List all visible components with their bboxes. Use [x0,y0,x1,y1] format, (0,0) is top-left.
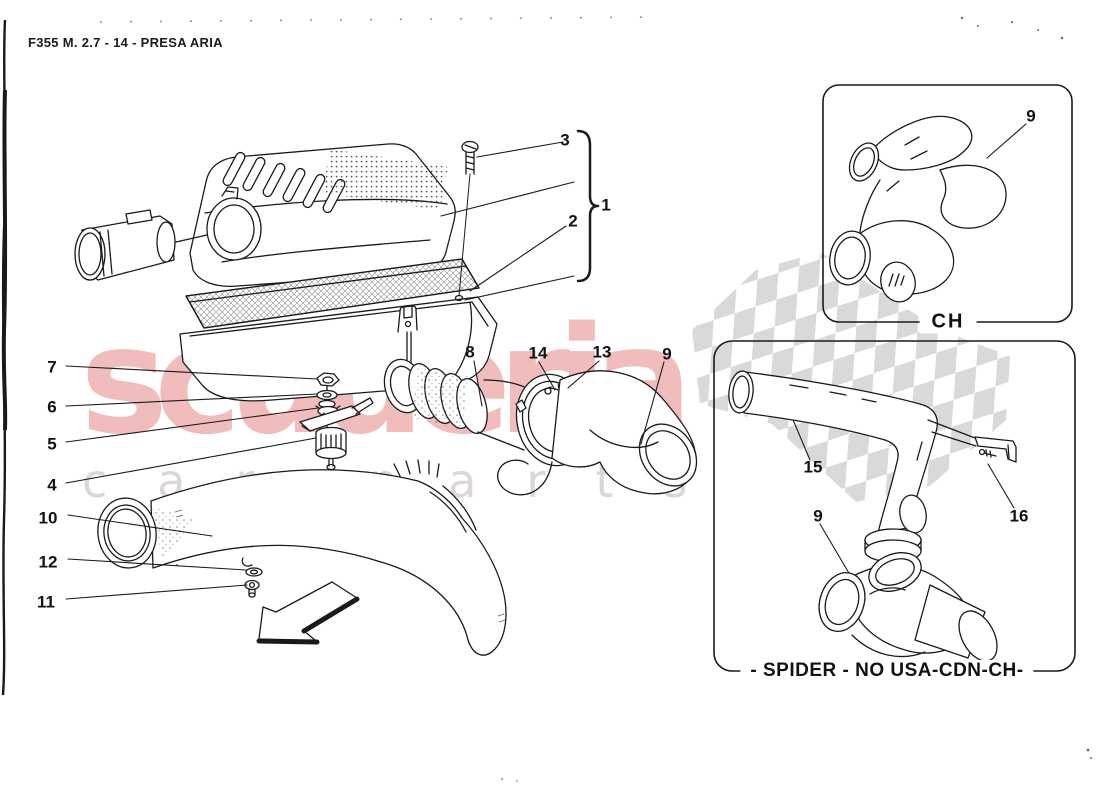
direction-arrow [256,581,360,645]
corrugated-sleeve [383,358,539,451]
mount-stack [299,372,374,471]
air-cleaner-cover [175,143,456,287]
leader-lines [65,123,1027,600]
spider-duct [818,552,998,662]
maf-sensor [74,209,176,281]
air-filter-element [185,258,480,329]
intake-hose [97,459,507,656]
hose-fasteners [241,557,263,598]
ch-inset-hoses [829,115,1007,303]
intake-duct-main [497,370,698,496]
scan-artifacts [1,16,1092,782]
spider-bracket [974,436,1017,463]
assembly-brace [576,129,600,283]
cover-vent-dots [322,149,448,210]
spider-pipe [728,370,977,563]
mounting-screw [458,140,479,297]
